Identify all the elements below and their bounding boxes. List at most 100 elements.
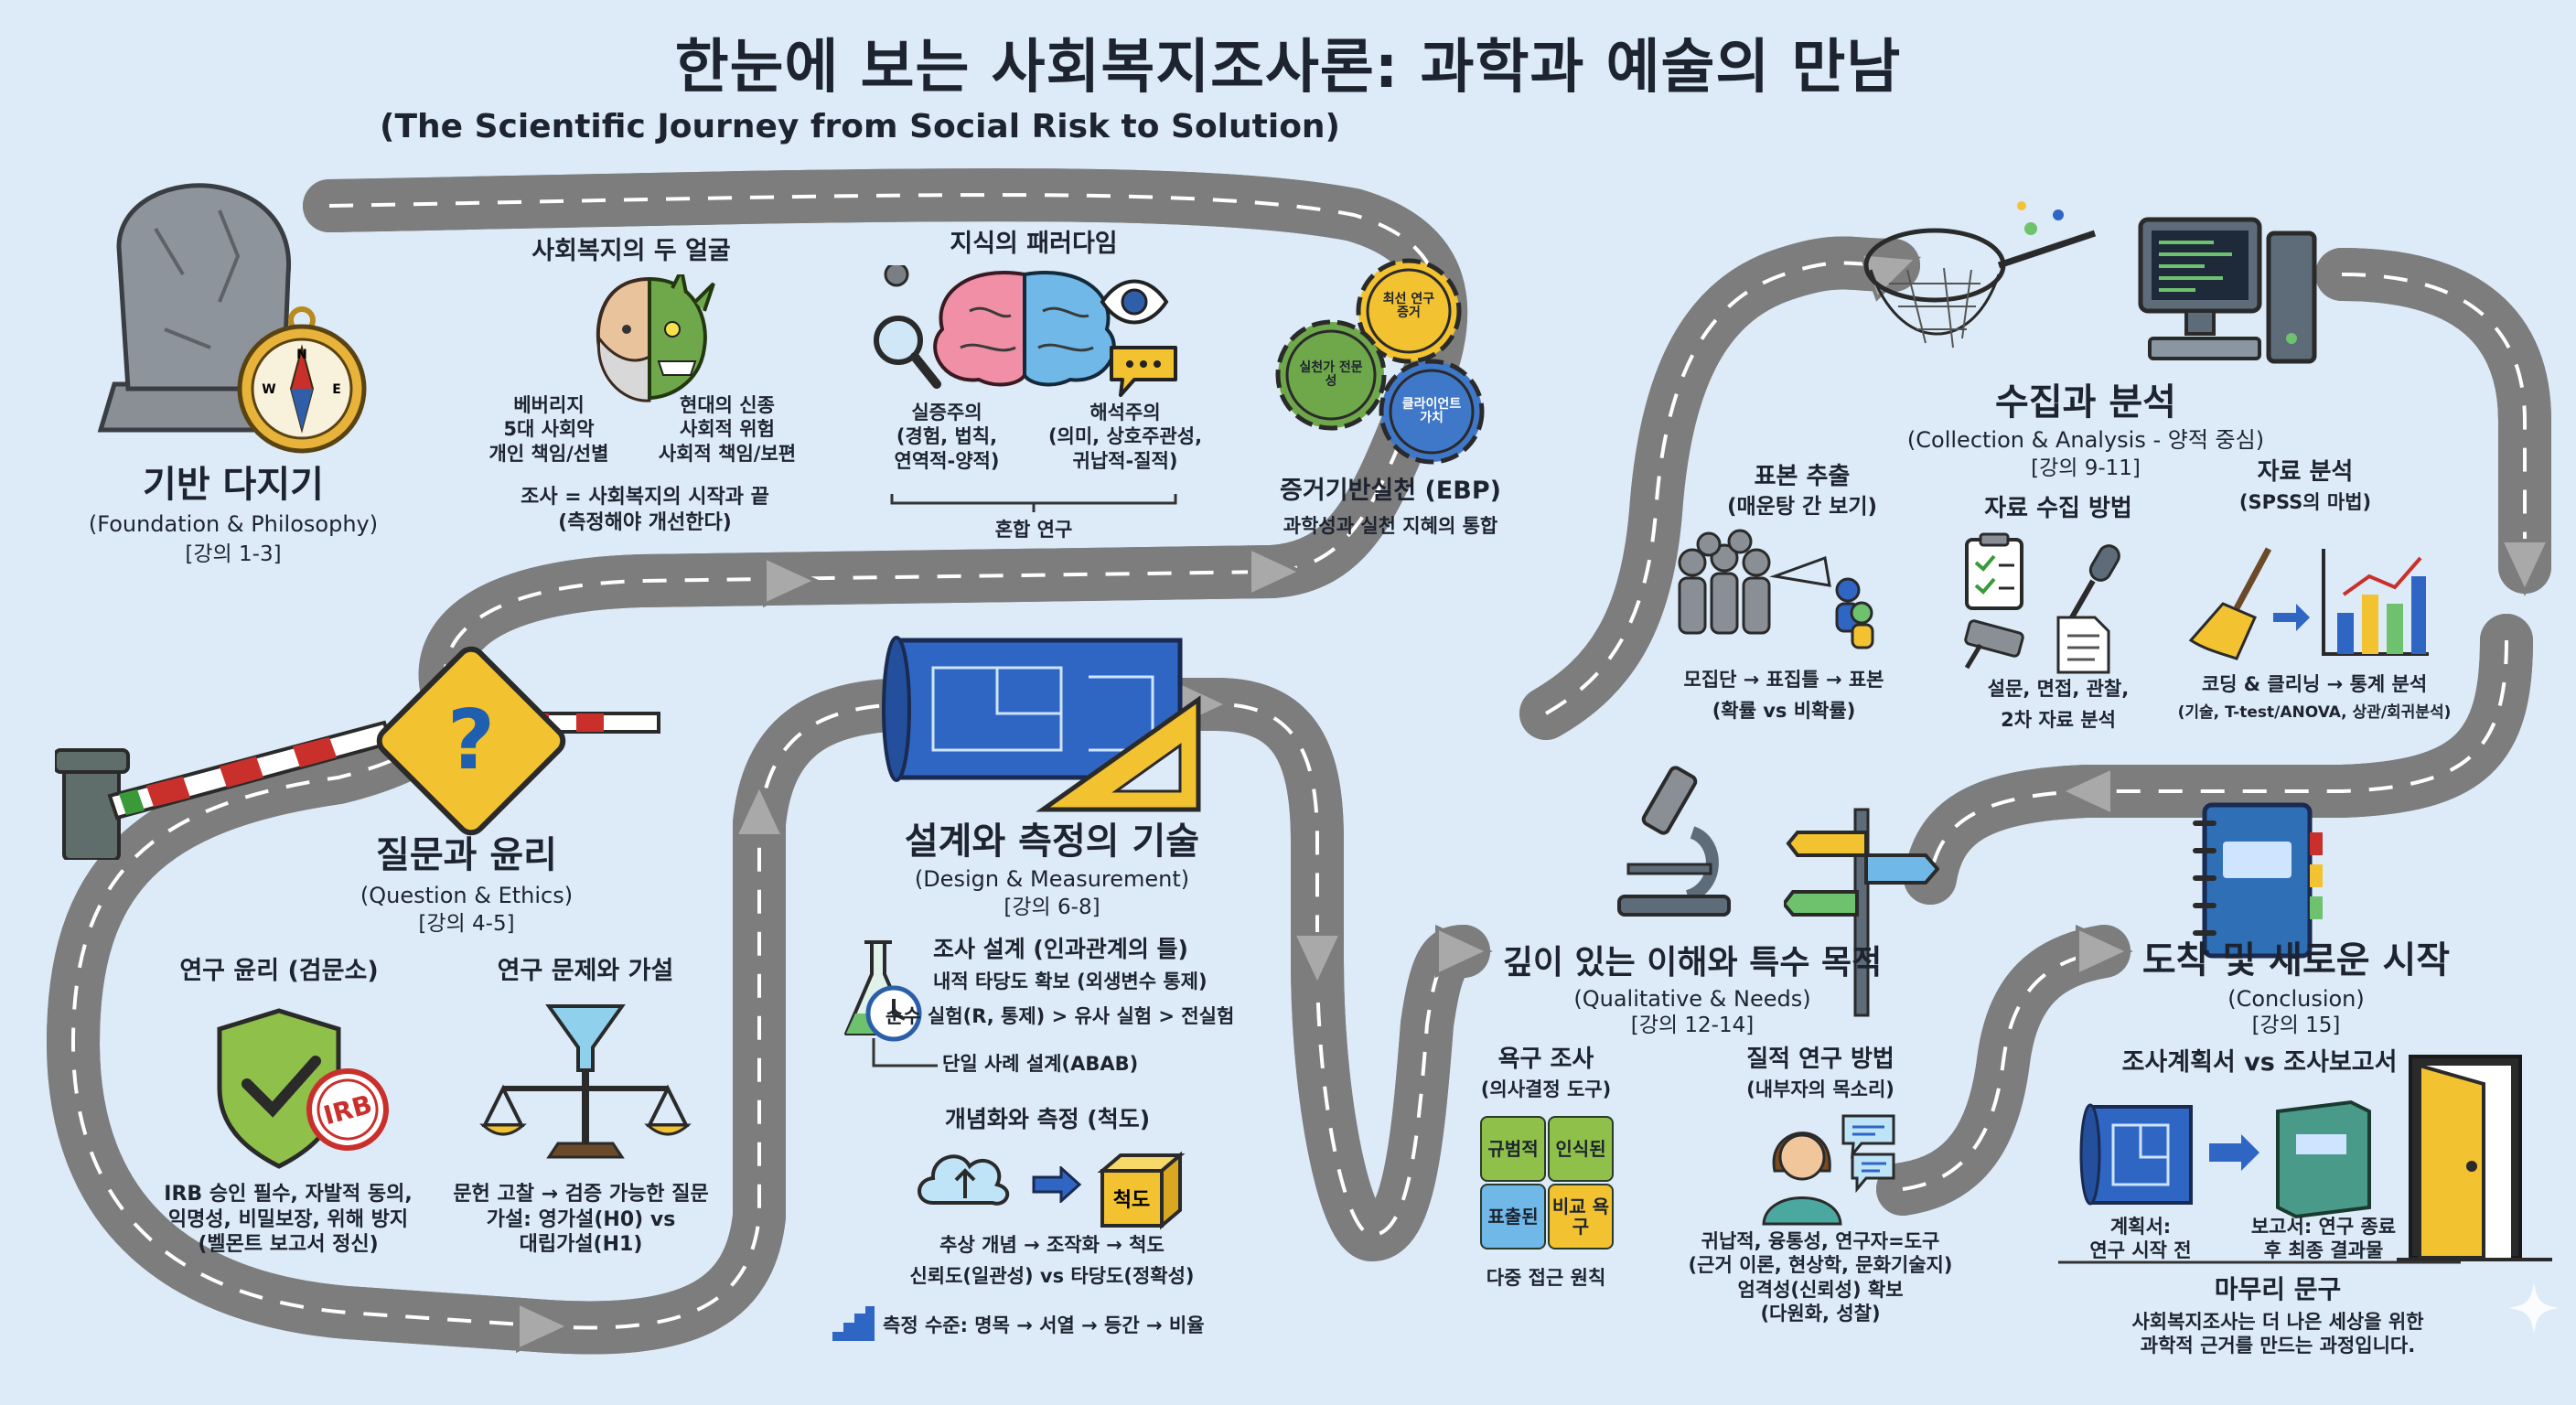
analysis-line-2: (기술, T-test/ANOVA, 상관/회귀분석) — [2177, 703, 2452, 722]
sampling-line-2: (확률 vs 비확률) — [1712, 700, 1856, 722]
hypothesis-heading: 연구 문제와 가설 — [497, 957, 674, 985]
broom-icon — [2188, 547, 2272, 660]
computer-icon — [2138, 217, 2317, 364]
bar-chart-icon — [2322, 549, 2429, 656]
foundation-title: 기반 다지기 — [143, 464, 324, 506]
page-subtitle: (The Scientific Journey from Social Risk… — [379, 108, 1341, 145]
measure-line-1: 추상 개념 → 조작화 → 척도 — [939, 1234, 1165, 1256]
eye-icon — [1100, 279, 1169, 325]
compare-left-line: 계획서: — [2109, 1216, 2172, 1238]
qual-line: 귀납적, 융통성, 연구자=도구 — [1701, 1230, 1940, 1252]
design-en: (Design & Measurement) — [914, 866, 1190, 892]
survey-line-1: 내적 타당도 확보 (외생변수 통제) — [933, 971, 1208, 992]
compass-icon: N W E — [237, 306, 367, 454]
speech-icon — [1110, 346, 1177, 397]
document-icon — [2056, 616, 2110, 674]
compare-icons — [2079, 1099, 2371, 1219]
sampling-sub: (매운탕 간 보기) — [1727, 495, 1877, 519]
collection-tools — [1964, 532, 2120, 674]
qual-sub: (내부자의 목소리) — [1746, 1078, 1894, 1100]
two-face-icon — [596, 274, 715, 402]
hypothesis-line: 문헌 고찰 → 검증 가능한 질문 — [453, 1183, 709, 1206]
cube-icon: 척도 — [1097, 1151, 1186, 1230]
ebp-heading: 증거기반실천 (EBP) — [1280, 477, 1501, 505]
closing-line: 과학적 근거를 만드는 과정입니다. — [2140, 1335, 2416, 1357]
paradigm-heading: 지식의 패러다임 — [950, 230, 1118, 258]
methods-heading: 자료 수집 방법 — [1984, 495, 2132, 522]
foundation-lecture: [강의 1-3] — [185, 542, 282, 566]
faces-right-line: 사회적 책임/보편 — [658, 442, 797, 465]
funnel-scale-icon — [479, 1004, 692, 1159]
compare-right-line: 후 최종 결과물 — [2263, 1239, 2384, 1262]
ruler-triangle-icon — [1036, 695, 1201, 812]
blueprint-icon — [882, 636, 1183, 782]
question-lecture: [강의 4-5] — [418, 912, 515, 936]
gear-expertise: 실천가 전문성 — [1299, 360, 1363, 390]
analysis-heading: 자료 분석 — [2257, 458, 2354, 486]
faces-note: 조사 = 사회복지의 시작과 끝 (측정해야 개선한다) — [467, 485, 823, 535]
svg-text:E: E — [332, 382, 341, 397]
compare-right-line: 보고서: 연구 종료 — [2250, 1216, 2397, 1238]
paradigm-right-line: 해석주의 — [1089, 402, 1161, 424]
ethics-heading: 연구 윤리 (검문소) — [179, 957, 379, 985]
collection-lecture: [강의 9-11] — [2031, 456, 2141, 480]
measure-line-2: 신뢰도(일관성) vs 타당도(정확성) — [909, 1265, 1195, 1287]
cloud-icon — [918, 1154, 1010, 1206]
qualitative-title: 깊이 있는 이해와 특수 목적 — [1502, 944, 1883, 981]
question-en: (Question & Ethics) — [360, 883, 574, 908]
collection-en: (Collection & Analysis - 양적 중심) — [1906, 427, 2265, 453]
compare-heading: 조사계획서 vs 조사보고서 — [2121, 1048, 2398, 1077]
analysis-sub: (SPSS의 마법) — [2238, 491, 2372, 513]
qual-line: (다원화, 성찰) — [1760, 1302, 1881, 1325]
survey-bracket — [872, 1038, 938, 1067]
shield-check-icon: IRB — [217, 1008, 389, 1169]
conclusion-en: (Conclusion) — [2227, 986, 2365, 1012]
gears-icon — [1275, 258, 1485, 465]
microscope-icon — [1617, 766, 1731, 917]
qual-lines: 귀납적, 융통성, 연구자=도구 (근거 이론, 현상학, 문화기술지) 엄격성… — [1660, 1229, 1980, 1325]
arrow-right-icon — [1032, 1166, 1082, 1203]
faces-right-line: 사회적 위험 — [680, 418, 775, 441]
analysis-icons — [2188, 547, 2429, 660]
cube-label: 척도 — [1113, 1189, 1150, 1212]
hypothesis-line: 대립가설(H1) — [519, 1233, 643, 1256]
gear-evidence: 최선 연구 증거 — [1382, 292, 1435, 321]
conclusion-lecture: [강의 15] — [2251, 1014, 2341, 1037]
mixed-bracket — [890, 494, 1177, 512]
design-title: 설계와 측정의 기술 — [904, 820, 1200, 863]
svg-text:N: N — [296, 348, 307, 362]
needs-cell-comparative: 비교 욕구 — [1548, 1184, 1614, 1249]
faces-left-line: 개인 책임/선별 — [488, 442, 609, 465]
divider-line — [2058, 1260, 2461, 1264]
compare-left-line: 연구 시작 전 — [2089, 1239, 2192, 1262]
paradigm-left-line: (경험, 법칙, — [896, 425, 998, 448]
needs-cell-perceived: 인식된 — [1548, 1116, 1614, 1182]
flask-clock-icon — [844, 940, 922, 1042]
question-title: 질문과 윤리 — [376, 834, 557, 876]
sparkle-icon — [2508, 1282, 2560, 1334]
closing-heading: 마무리 문구 — [2214, 1274, 2342, 1304]
faces-left: 베버리지 5대 사회악 개인 책임/선별 — [462, 393, 636, 466]
faces-heading: 사회복지의 두 얼굴 — [531, 237, 731, 265]
notebook-icon — [2193, 802, 2323, 959]
survey-line-2: 순수 실험(R, 통제) > 유사 실험 > 전실험 — [886, 1005, 1235, 1027]
faces-left-line: 베버리지 — [513, 394, 585, 416]
closing-line: 사회복지조사는 더 나은 세상을 위한 — [2131, 1311, 2424, 1333]
measure-heading: 개념화와 측정 (척도) — [944, 1106, 1151, 1132]
conclusion-title: 도착 및 새로운 시작 — [2141, 939, 2451, 981]
door-icon — [2397, 1055, 2552, 1261]
faces-note-line: 조사 = 사회복지의 시작과 끝 — [521, 486, 769, 509]
sampling-line-1: 모집단 → 표집틀 → 표본 — [1683, 669, 1884, 691]
needs-sub: (의사결정 도구) — [1480, 1078, 1612, 1100]
qual-heading: 질적 연구 방법 — [1746, 1046, 1894, 1073]
svg-text:?: ? — [447, 692, 495, 788]
paradigm-right-line: 귀납적-질적) — [1072, 449, 1178, 472]
qualitative-en: (Qualitative & Needs) — [1573, 986, 1811, 1012]
question-sign-icon: ? — [376, 646, 566, 836]
gear-client: 클라이언트 가치 — [1401, 397, 1462, 426]
collection-title: 수집과 분석 — [1995, 381, 2176, 424]
paradigm-right-line: (의미, 상호주관성, — [1047, 425, 1203, 448]
needs-note: 다중 접근 원칙 — [1486, 1267, 1606, 1289]
